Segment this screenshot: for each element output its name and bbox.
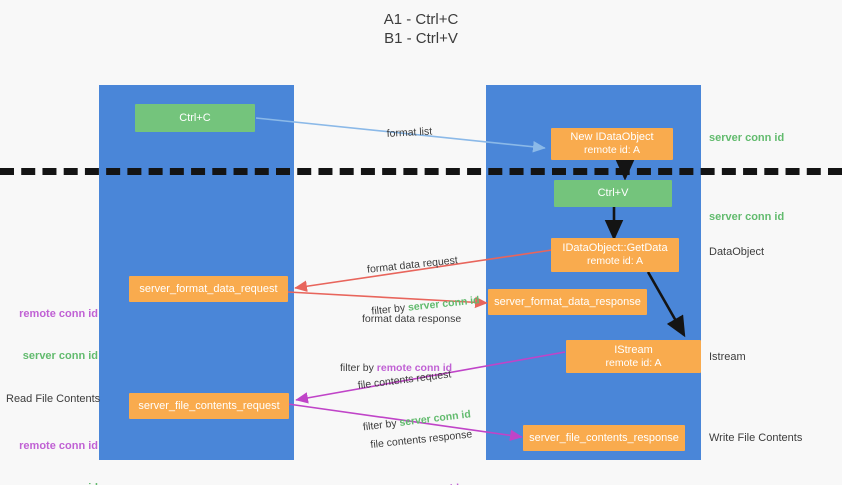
node-server-file-contents-response-label: server_file_contents_response xyxy=(529,431,679,444)
node-new-idataobject-line1: New IDataObject xyxy=(570,131,654,143)
right-label-write-file-contents: Write File Contents xyxy=(709,432,803,444)
left-label-read-file-contents: Read File Contents xyxy=(6,393,101,405)
edge-label-format-data-response-line2: filter by remote conn id xyxy=(340,354,461,375)
page-title: A1 - Ctrl+C B1 - Ctrl+V xyxy=(383,11,459,47)
node-idataobject-getdata[interactable]: IDataObject::GetData remote id: A xyxy=(551,238,679,272)
node-istream-line2: remote id: A xyxy=(605,356,662,369)
node-server-format-data-request-label: server_format_data_request xyxy=(139,282,278,295)
node-istream-line1: IStream xyxy=(614,343,653,356)
node-server-file-contents-request-label: server_file_contents_request xyxy=(138,399,280,412)
filter-prefix: filter by xyxy=(340,362,377,374)
node-server-file-contents-response[interactable]: server_file_contents_response xyxy=(523,425,685,451)
right-label-istream: Istream xyxy=(709,351,746,363)
right-label-server-conn-id-top: server conn id xyxy=(709,132,785,144)
node-new-idataobject[interactable]: New IDataObject remote id: A xyxy=(551,128,673,160)
node-server-format-data-response[interactable]: server_format_data_response xyxy=(488,289,647,315)
left-label-server-conn-id-upper: server conn id xyxy=(22,350,98,362)
node-ctrl-c[interactable]: Ctrl+C xyxy=(135,104,255,132)
left-label-remote-conn-id-lower: remote conn id xyxy=(19,440,98,452)
node-ctrl-c-label: Ctrl+C xyxy=(179,111,211,124)
edge-label-file-contents-response-line1: file contents response xyxy=(369,428,473,451)
node-new-idataobject-line2: remote id: A xyxy=(583,144,641,156)
node-ctrl-v-label: Ctrl+V xyxy=(597,187,629,199)
edge-label-format-data-request-line1: format data request xyxy=(366,254,459,276)
node-istream[interactable]: IStream remote id: A xyxy=(566,340,701,373)
edge-label-file-contents-response-line2: filter by remote conn id xyxy=(346,469,478,485)
edge-label-format-list: format list xyxy=(374,111,433,156)
node-idataobject-getdata-line1: IDataObject::GetData xyxy=(562,242,668,254)
left-label-server-conn-id-lower: server conn id xyxy=(8,481,98,485)
node-server-file-contents-request[interactable]: server_file_contents_request xyxy=(129,393,289,419)
right-label-server-conn-id-mid: server conn id xyxy=(709,211,785,223)
left-label-conn-ids-lower: remote conn id server conn id xyxy=(8,411,98,485)
filter-key-remote-conn-id: remote conn id xyxy=(376,362,453,374)
left-label-conn-ids-upper: remote conn id server conn id xyxy=(8,279,98,391)
node-idataobject-getdata-line2: remote id: A xyxy=(586,255,644,267)
node-ctrl-v[interactable]: Ctrl+V xyxy=(554,180,672,207)
edge-label-format-data-response-line1: format data response xyxy=(362,313,462,325)
divider-dashed-line xyxy=(0,168,842,175)
left-label-remote-conn-id-upper: remote conn id xyxy=(19,308,98,320)
right-label-dataobject: DataObject xyxy=(709,246,765,258)
edge-label-file-contents-response: file contents response filter by remote … xyxy=(339,400,481,485)
edge-label-format-data-response: format data response filter by remote co… xyxy=(340,284,461,403)
edge-label-format-list-text: format list xyxy=(386,125,433,140)
node-server-format-data-request[interactable]: server_format_data_request xyxy=(129,276,288,302)
edge-label-file-contents-request-line1: file contents request xyxy=(357,368,452,392)
node-server-format-data-response-label: server_format_data_response xyxy=(494,295,641,308)
